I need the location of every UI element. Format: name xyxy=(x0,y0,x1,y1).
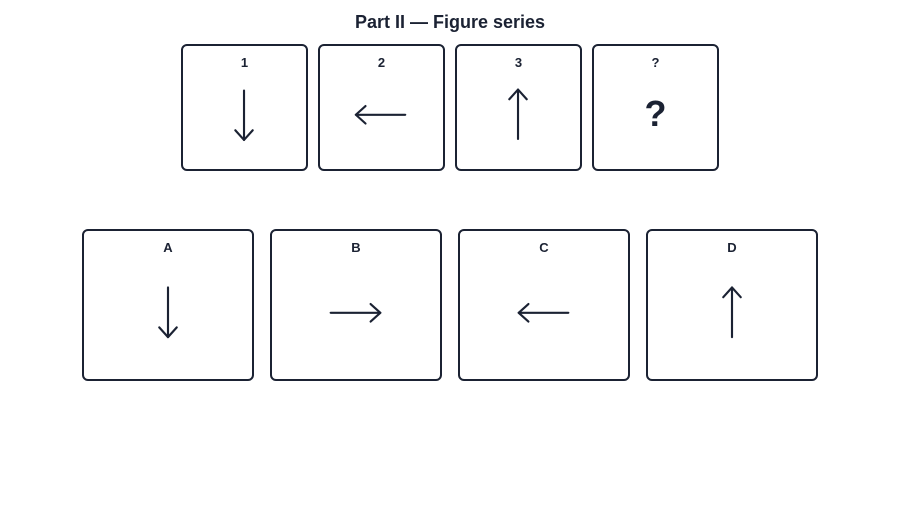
sequence-card-label: 2 xyxy=(377,55,386,70)
sequence-card-missing: ? ? xyxy=(592,44,719,171)
option-card-label: C xyxy=(539,240,549,255)
sequence-card-label: 3 xyxy=(514,55,523,70)
option-card-label: B xyxy=(351,240,361,255)
option-card-b[interactable]: B xyxy=(270,229,442,381)
arrow-left-icon xyxy=(517,302,570,323)
arrow-up-icon xyxy=(722,286,742,339)
option-card-label: D xyxy=(727,240,737,255)
option-card-label: A xyxy=(163,240,173,255)
sequence-card-3: 3 xyxy=(455,44,582,171)
question-mark-icon: ? xyxy=(644,93,667,134)
option-card-a[interactable]: A xyxy=(82,229,254,381)
arrow-up-icon xyxy=(508,88,528,141)
page-title: Part II — Figure series xyxy=(354,12,546,32)
sequence-card-label: ? xyxy=(651,55,660,70)
sequence-card-1: 1 xyxy=(181,44,308,171)
arrow-left-icon xyxy=(354,104,407,125)
arrow-right-icon xyxy=(329,302,382,323)
arrow-down-icon xyxy=(158,286,178,339)
sequence-card-label: 1 xyxy=(240,55,249,70)
option-card-d[interactable]: D xyxy=(646,229,818,381)
option-card-c[interactable]: C xyxy=(458,229,630,381)
arrow-down-icon xyxy=(234,89,254,142)
sequence-card-2: 2 xyxy=(318,44,445,171)
